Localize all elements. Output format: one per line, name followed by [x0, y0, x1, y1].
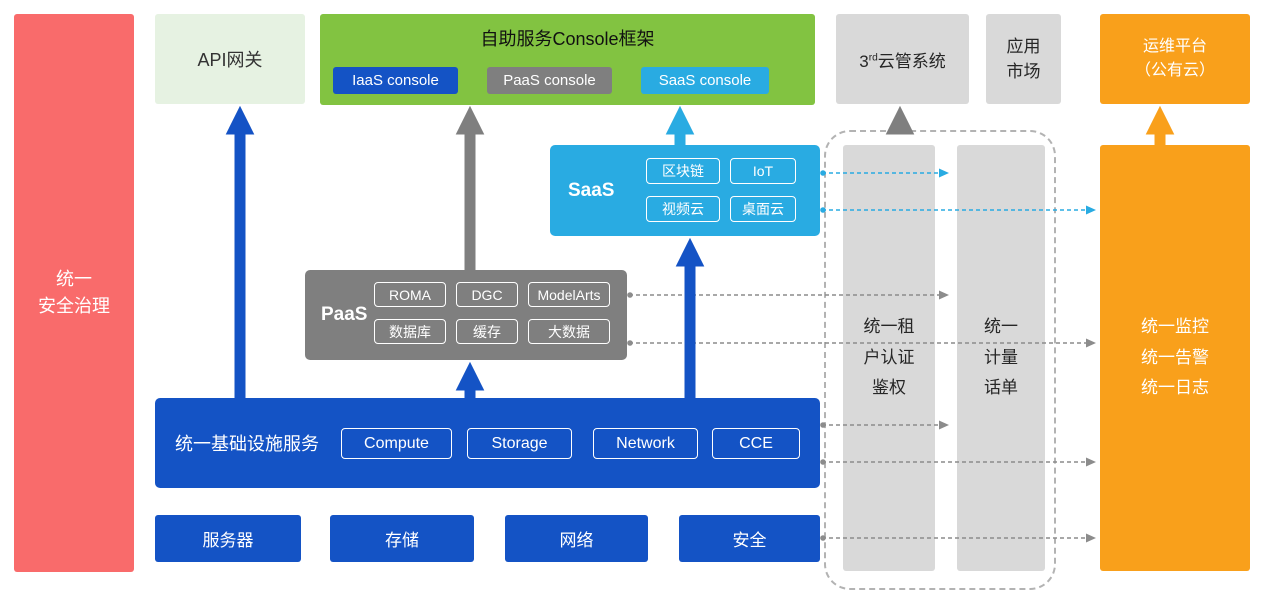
- ops-platform-box: 运维平台 （公有云）: [1100, 14, 1250, 104]
- auth-bar-label: 统一租 户认证 鉴权: [863, 317, 915, 398]
- third-party-cloud-label: 3rd云管系统: [859, 51, 946, 71]
- hardware-box-storage: 存储: [330, 515, 474, 562]
- chip-roma: ROMA: [374, 282, 446, 307]
- chip-blockchain: 区块链: [646, 158, 720, 184]
- chip-cce: CCE: [712, 428, 800, 459]
- chip-database: 数据库: [374, 319, 446, 344]
- auth-bar: 统一租 户认证 鉴权: [843, 145, 935, 571]
- app-market-label: 应用 市场: [1006, 36, 1041, 82]
- api-gateway-label: API网关: [197, 50, 263, 70]
- saas-label: SaaS: [568, 179, 615, 201]
- console-framework-title: 自助服务Console框架: [480, 29, 655, 49]
- chip-bigdata: 大数据: [528, 319, 610, 344]
- chip-network: Network: [593, 428, 698, 459]
- chip-iot: IoT: [730, 158, 796, 184]
- ops-platform-label: 运维平台 （公有云）: [1134, 38, 1215, 79]
- chip-cache: 缓存: [456, 319, 518, 344]
- metering-bar-label: 统一 计量 话单: [984, 317, 1018, 398]
- app-market-box: 应用 市场: [986, 14, 1061, 104]
- chip-desktop-cloud: 桌面云: [730, 196, 796, 222]
- api-gateway-box: API网关: [155, 14, 305, 104]
- iaas-box: 统一基础设施服务 Compute Storage Network CCE: [155, 398, 820, 488]
- chip-modelarts: ModelArts: [528, 282, 610, 307]
- chip-storage: Storage: [467, 428, 572, 459]
- monitoring-bar: 统一监控 统一告警 统一日志: [1100, 145, 1250, 571]
- security-governance-bar: 统一 安全治理: [14, 14, 134, 572]
- third-party-cloud-box: 3rd云管系统: [836, 14, 969, 104]
- iaas-console-button: IaaS console: [333, 67, 458, 94]
- hardware-box-security: 安全: [679, 515, 820, 562]
- chip-compute: Compute: [341, 428, 452, 459]
- saas-console-button: SaaS console: [641, 67, 769, 94]
- metering-bar: 统一 计量 话单: [957, 145, 1045, 571]
- console-framework-box: 自助服务Console框架 IaaS console PaaS console …: [320, 14, 815, 105]
- hardware-box-server: 服务器: [155, 515, 301, 562]
- paas-label: PaaS: [321, 304, 368, 325]
- chip-dgc: DGC: [456, 282, 518, 307]
- iaas-label: 统一基础设施服务: [175, 434, 319, 454]
- monitoring-bar-label: 统一监控 统一告警 统一日志: [1141, 317, 1209, 398]
- saas-box: SaaS 区块链 IoT 视频云 桌面云: [550, 145, 820, 236]
- paas-box: PaaS ROMA DGC ModelArts 数据库 缓存 大数据: [305, 270, 627, 360]
- security-governance-label: 统一 安全治理: [38, 269, 110, 316]
- hardware-box-network: 网络: [505, 515, 648, 562]
- chip-video-cloud: 视频云: [646, 196, 720, 222]
- paas-console-button: PaaS console: [487, 67, 612, 94]
- shared-services-group-border: [824, 130, 1056, 590]
